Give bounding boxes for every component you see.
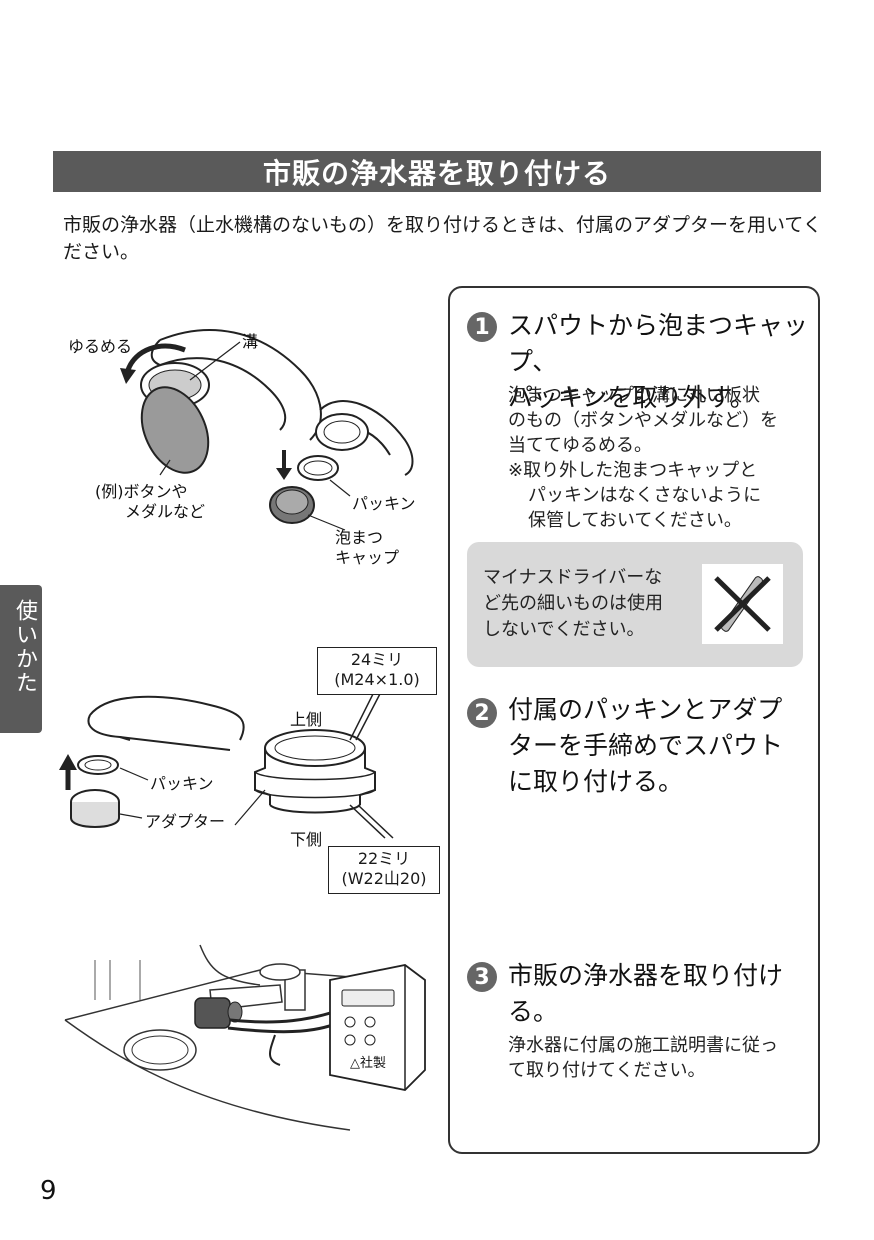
step-3-body-line1: 浄水器に付属の施工説明書に従っ (508, 1035, 778, 1056)
figure-adapter (59, 689, 394, 839)
lower-side-label: 下側 (290, 830, 323, 849)
figure-filter-installed (64, 944, 426, 1131)
step-1-body-line3: 当ててゆるめる。 (508, 435, 652, 456)
step-3-number: 3 (467, 962, 497, 992)
step-2-title-line1: 付属のパッキンとアダプ (508, 695, 783, 724)
top-spec-line1: 24ミリ (350, 650, 404, 669)
figure-remove-cap (120, 329, 414, 531)
cap-label-1: 泡まつ (335, 528, 384, 547)
page-number: 9 (40, 1176, 57, 1206)
step-1-body-line1: 泡まつキャップの溝に丸い板状 (508, 385, 760, 406)
cap-label-2: キャップ (335, 548, 400, 567)
step-1-title-line2: パッキンを取り外す。 (508, 383, 755, 412)
page-title: 市販の浄水器を取り付ける (53, 151, 821, 192)
step-1-title-line1: スパウトから泡まつキャップ、 (508, 311, 809, 376)
loosen-label: ゆるめる (68, 337, 133, 356)
top-thread-spec: 24ミリ (M24×1.0) (317, 647, 437, 695)
bottom-spec-line1: 22ミリ (357, 849, 411, 868)
caution-line3: しないでください。 (483, 619, 645, 640)
step-2-title-line3: に取り付ける。 (508, 767, 684, 796)
step-1-number: 1 (467, 312, 497, 342)
section-tab-label: 使いかた (12, 599, 37, 695)
step-1-title: スパウトから泡まつキャップ、 パッキンを取り外す。 (508, 308, 813, 416)
step-1-body: 泡まつキャップの溝に丸い板状 のもの（ボタンやメダルなど）を 当ててゆるめる。 … (508, 383, 813, 533)
step-1-note-line3: 保管しておいてください。 (528, 510, 742, 531)
step-3-body-line2: て取り付けてください。 (508, 1060, 706, 1081)
step-1-note-line2: パッキンはなくさないように (528, 485, 762, 506)
no-screwdriver-icon (702, 564, 783, 644)
steps-panel (448, 286, 820, 1154)
packing-label-1: パッキン (352, 494, 416, 513)
groove-label: 溝 (242, 332, 259, 351)
bottom-spec-line2: (W22山20) (341, 869, 427, 888)
section-tab[interactable]: 使いかた (0, 585, 42, 733)
packing-label-2: パッキン (150, 774, 214, 793)
example-label-2: メダルなど (125, 502, 206, 521)
top-spec-line2: (M24×1.0) (334, 670, 420, 689)
step-3-title: 市販の浄水器を取り付け る。 (508, 958, 813, 1030)
step-3-body: 浄水器に付属の施工説明書に従っ て取り付けてください。 (508, 1033, 813, 1083)
step-3-title-line1: 市販の浄水器を取り付け (508, 961, 784, 990)
adapter-label: アダプター (145, 812, 226, 831)
intro-text: 市販の浄水器（止水機構のないもの）を取り付けるときは、付属のアダプターを用いてく… (63, 214, 822, 263)
step-2-title: 付属のパッキンとアダプ ターを手締めでスパウト に取り付ける。 (508, 692, 813, 800)
step-1-note-line1: ※取り外した泡まつキャップと (508, 460, 758, 481)
example-label-1: (例)ボタンや (95, 482, 188, 501)
maker-label: △社製 (350, 1056, 386, 1071)
upper-side-label: 上側 (290, 710, 323, 729)
caution-text: マイナスドライバーな ど先の細いものは使用 しないでください。 (483, 565, 698, 643)
step-2-title-line2: ターを手締めでスパウト (508, 731, 784, 760)
step-1-body-line2: のもの（ボタンやメダルなど）を (508, 410, 778, 431)
step-2-number: 2 (467, 698, 497, 728)
step-3-title-line2: る。 (508, 997, 559, 1026)
caution-line2: ど先の細いものは使用 (483, 593, 663, 614)
caution-line1: マイナスドライバーな (483, 567, 663, 588)
bottom-thread-spec: 22ミリ (W22山20) (328, 846, 440, 894)
